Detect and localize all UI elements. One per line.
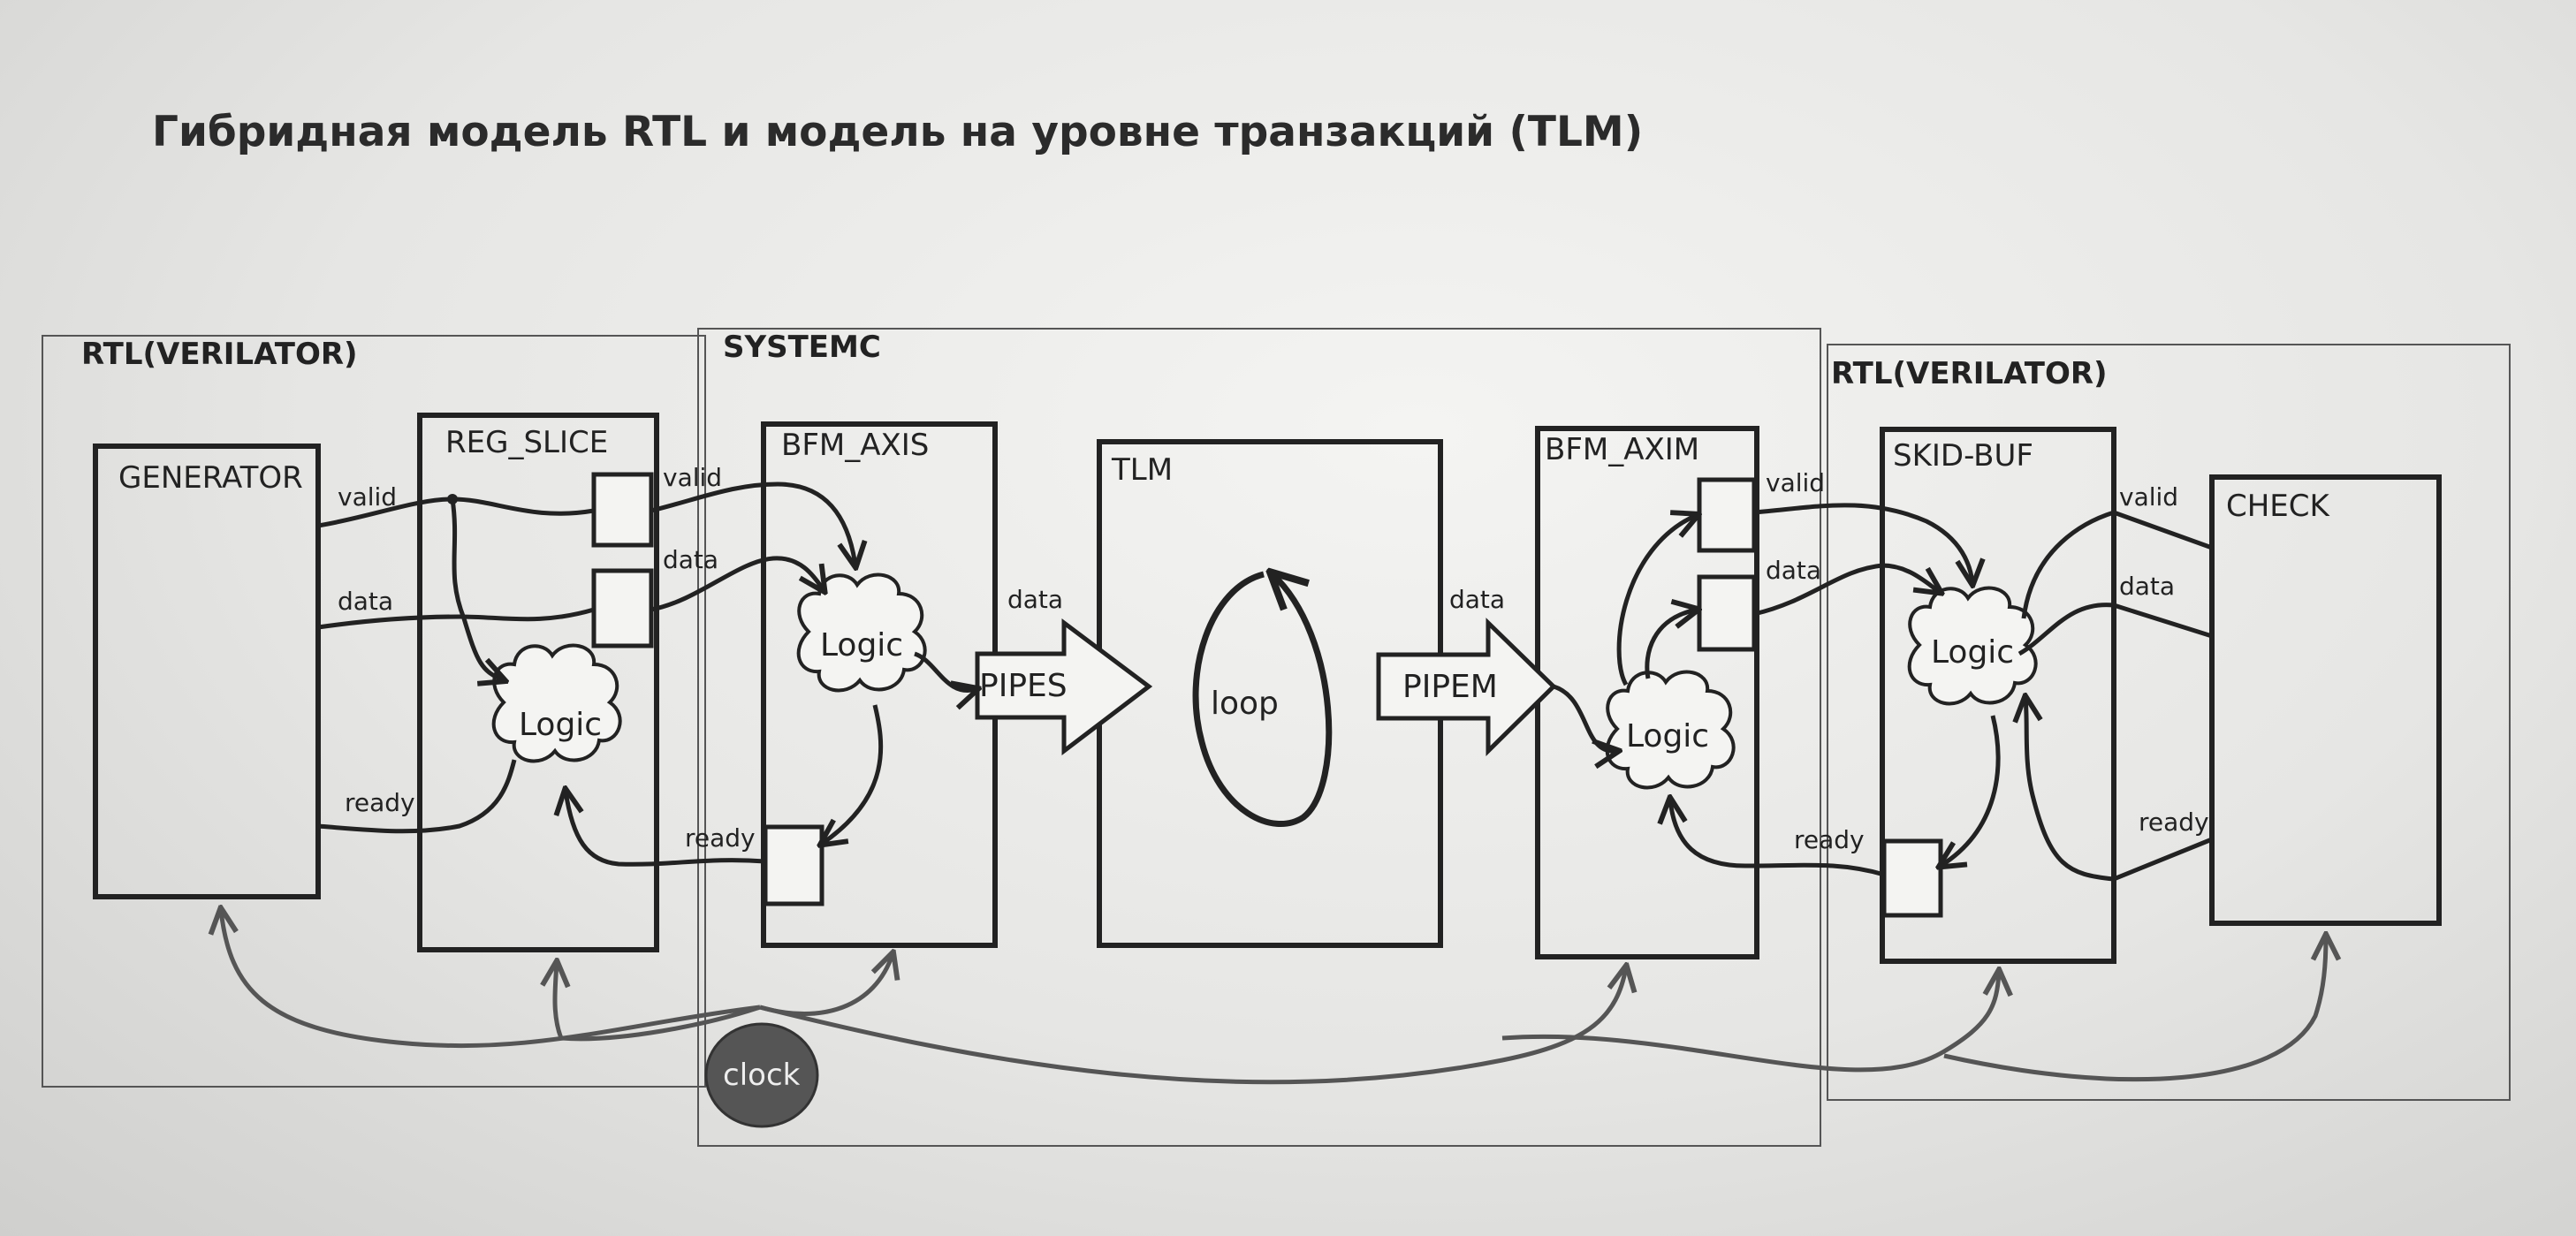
region-rtl-left: [42, 335, 706, 1088]
generator-label: GENERATOR: [118, 460, 303, 496]
label-gen-data: data: [338, 587, 393, 616]
clock-wire-bfm-axis: [759, 954, 893, 1016]
wire-logic-axim-data: [1645, 610, 1697, 679]
wire-gen-ready: [317, 759, 517, 834]
pipem-arrow: PIPEM: [1376, 618, 1557, 756]
clock-wire-check: [1943, 936, 2326, 1082]
wire-skid-chk-data: [2017, 603, 2213, 656]
reg-slice-logic-cloud: Logic: [491, 643, 622, 763]
skid-buf-label: SKID-BUF: [1893, 438, 2033, 474]
label-axim-data: data: [1766, 556, 1821, 585]
region-label-systemc: SYSTEMC: [723, 330, 881, 365]
region-label-rtl-left: RTL(VERILATOR): [81, 337, 358, 372]
skid-buf-logic-label: Logic: [1931, 634, 2014, 671]
reg-slice-logic-label: Logic: [519, 707, 602, 743]
tlm-label: TLM: [1111, 452, 1173, 488]
wire-axis-logic-ready: [822, 704, 884, 844]
bfm-axis-logic-label: Logic: [820, 627, 903, 663]
clock-label: clock: [723, 1058, 801, 1093]
wire-chk-ready: [2025, 698, 2213, 882]
bfm-axim-valid-register: [1697, 477, 1757, 553]
bfm-axim-logic-label: Logic: [1626, 718, 1709, 754]
clock-wire-reg-slice: [555, 963, 761, 1042]
clock-wire-skid-buf: [1501, 972, 1999, 1073]
label-axis-data: data: [1007, 585, 1063, 614]
right-wires: [1553, 503, 2213, 882]
label-chk-valid: valid: [2119, 482, 2178, 512]
wire-skid-logic-ready: [1941, 715, 2001, 866]
label-gen-valid: valid: [338, 482, 397, 512]
pipes-arrow: PIPES: [975, 618, 1153, 756]
wire-axim-data: [1753, 563, 1940, 617]
bfm-axis-logic-cloud: Logic: [796, 573, 927, 693]
clock-tree: [221, 910, 2326, 1085]
reg-slice-block: [417, 413, 659, 952]
wire-axim-valid: [1753, 503, 1972, 583]
label-skid-ready: ready: [1794, 825, 1865, 854]
generator-block: [93, 444, 321, 899]
bfm-axim-label: BFM_AXIM: [1545, 432, 1699, 467]
label-chk-data: data: [2119, 572, 2175, 601]
reg-slice-data-register: [591, 568, 654, 648]
bfm-axis-label: BFM_AXIS: [781, 428, 929, 463]
tlm-loop-arrow: loop: [1192, 574, 1333, 828]
wire-skid-ready: [1670, 800, 1885, 877]
region-rtl-right: [1827, 344, 2511, 1101]
clock-wire-generator: [221, 910, 761, 1049]
skid-buf-logic-cloud: Logic: [1907, 586, 2038, 706]
bfm-axis-ready-register: [763, 824, 824, 906]
wire-rs-valid: [650, 482, 855, 565]
bfm-axim-data-register: [1697, 574, 1757, 652]
valid-junction-dot: [447, 494, 458, 504]
label-gen-ready: ready: [345, 788, 415, 817]
wire-pipem-logic: [1553, 684, 1617, 751]
left-wires: [317, 482, 976, 867]
tlm-loop-label: loop: [1211, 686, 1279, 722]
clock-source: clock: [704, 1022, 819, 1128]
wire-fork-valid: [450, 498, 504, 680]
wire-axis-ready: [566, 791, 766, 867]
reg-slice-valid-register: [591, 472, 654, 548]
pipem-label: PIPEM: [1402, 669, 1498, 705]
wire-logic-axim-valid: [1616, 515, 1697, 686]
wire-rs-data: [650, 556, 824, 612]
clock-wire-bfm-axim: [759, 967, 1626, 1085]
label-axim-valid: valid: [1766, 468, 1825, 497]
label-chk-ready: ready: [2139, 808, 2209, 837]
label-axis-ready: ready: [685, 823, 756, 853]
check-block: [2209, 474, 2442, 926]
check-label: CHECK: [2226, 489, 2331, 524]
region-label-rtl-right: RTL(VERILATOR): [1831, 356, 2108, 391]
label-rs-data: data: [663, 545, 718, 574]
wire-skid-chk-valid: [2021, 510, 2213, 619]
pipes-label: PIPES: [979, 668, 1068, 704]
region-systemc: [697, 328, 1821, 1147]
label-rs-valid: valid: [663, 463, 722, 492]
wire-gen-data: [317, 607, 595, 630]
skid-buf-block: [1880, 427, 2116, 964]
wire-axis-logic-pipes: [914, 651, 976, 691]
bfm-axim-logic-cloud: Logic: [1605, 670, 1736, 790]
page-title: Гибридная модель RTL и модель на уровне …: [152, 108, 1644, 156]
skid-buf-ready-register: [1881, 838, 1943, 918]
label-tlm-data: data: [1449, 585, 1505, 614]
reg-slice-label: REG_SLICE: [445, 425, 608, 460]
